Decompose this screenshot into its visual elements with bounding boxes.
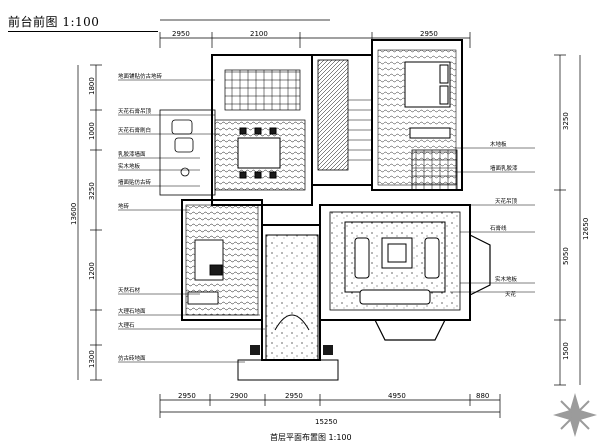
dim-bottom-4: 4950 (388, 392, 406, 400)
watermark-logo (553, 393, 597, 437)
lounge-area (159, 109, 216, 196)
column-left (250, 345, 260, 355)
walls (181, 39, 471, 361)
dim-right-1: 3250 (562, 112, 570, 130)
note-left-2: 天花石膏吊顶 (118, 107, 152, 115)
note-left-11: 仿古砖地面 (118, 354, 146, 362)
dim-right-3: 1500 (562, 342, 570, 360)
dim-left-3: 3250 (88, 182, 96, 200)
study-furniture (187, 239, 224, 305)
entry-arch (274, 314, 310, 331)
note-left-3: 天花石膏刷白 (118, 126, 151, 134)
dim-bottom-3: 2950 (285, 392, 303, 400)
note-left-10: 大理石 (118, 321, 135, 329)
note-left-1: 地面铺贴仿古地砖 (118, 72, 163, 80)
dim-top-3: 2950 (420, 30, 438, 38)
note-right-3: 天花吊顶 (495, 197, 518, 205)
right-dimension-line (554, 54, 581, 386)
dim-right-total: 12650 (582, 218, 590, 240)
note-left-7: 地砖 (118, 202, 130, 210)
right-leader-lines (450, 147, 535, 293)
dim-left-total: 13600 (70, 203, 78, 225)
kitchen-tile (224, 69, 301, 111)
note-right-6: 天花 (505, 290, 517, 298)
bottom-dimension-line (159, 394, 501, 418)
top-dimension-line (159, 19, 471, 48)
bay-window-right (469, 234, 491, 296)
note-right-5: 实木地板 (495, 275, 518, 283)
column-right (323, 345, 333, 355)
living-sofa-set (354, 237, 440, 305)
dim-left-4: 1200 (88, 262, 96, 280)
dim-left-5: 1300 (88, 350, 96, 368)
left-dimension-line (77, 64, 102, 381)
note-left-9: 大理石地面 (118, 307, 146, 315)
dining-table (237, 127, 281, 179)
dim-bottom-1: 2950 (178, 392, 196, 400)
dim-left-2: 1000 (88, 122, 96, 140)
lounge-chairs (171, 119, 194, 177)
entry-path (265, 234, 319, 361)
note-left-4: 乳胶漆墙面 (118, 150, 146, 158)
stair-treads (348, 99, 372, 161)
bed (404, 61, 451, 139)
bathroom (411, 149, 458, 191)
entry-step (237, 359, 339, 381)
note-right-1: 木地板 (490, 140, 507, 148)
stair (317, 59, 349, 171)
dim-left-1: 1800 (88, 77, 96, 95)
title-underline (8, 31, 158, 32)
dim-right-2: 5050 (562, 247, 570, 265)
dim-bottom-5: 880 (476, 392, 489, 400)
note-left-6: 墙面贴仿古砖 (118, 178, 152, 186)
bottom-caption: 首层平面布置图 1:100 (270, 432, 352, 441)
dim-bottom-total: 15250 (315, 418, 337, 426)
note-right-2: 墙面乳胶漆 (490, 164, 518, 172)
dim-top-1: 2950 (172, 30, 190, 38)
note-left-8: 天然石材 (118, 286, 141, 294)
left-leader-lines (118, 79, 265, 363)
dim-top-2: 2100 (250, 30, 268, 38)
note-right-4: 石膏线 (490, 224, 507, 232)
bay-window-bottom (374, 319, 446, 341)
drawing-title: 前台前图 1:100 (8, 15, 100, 29)
note-left-5: 实木地板 (118, 162, 141, 170)
dim-bottom-2: 2900 (230, 392, 248, 400)
